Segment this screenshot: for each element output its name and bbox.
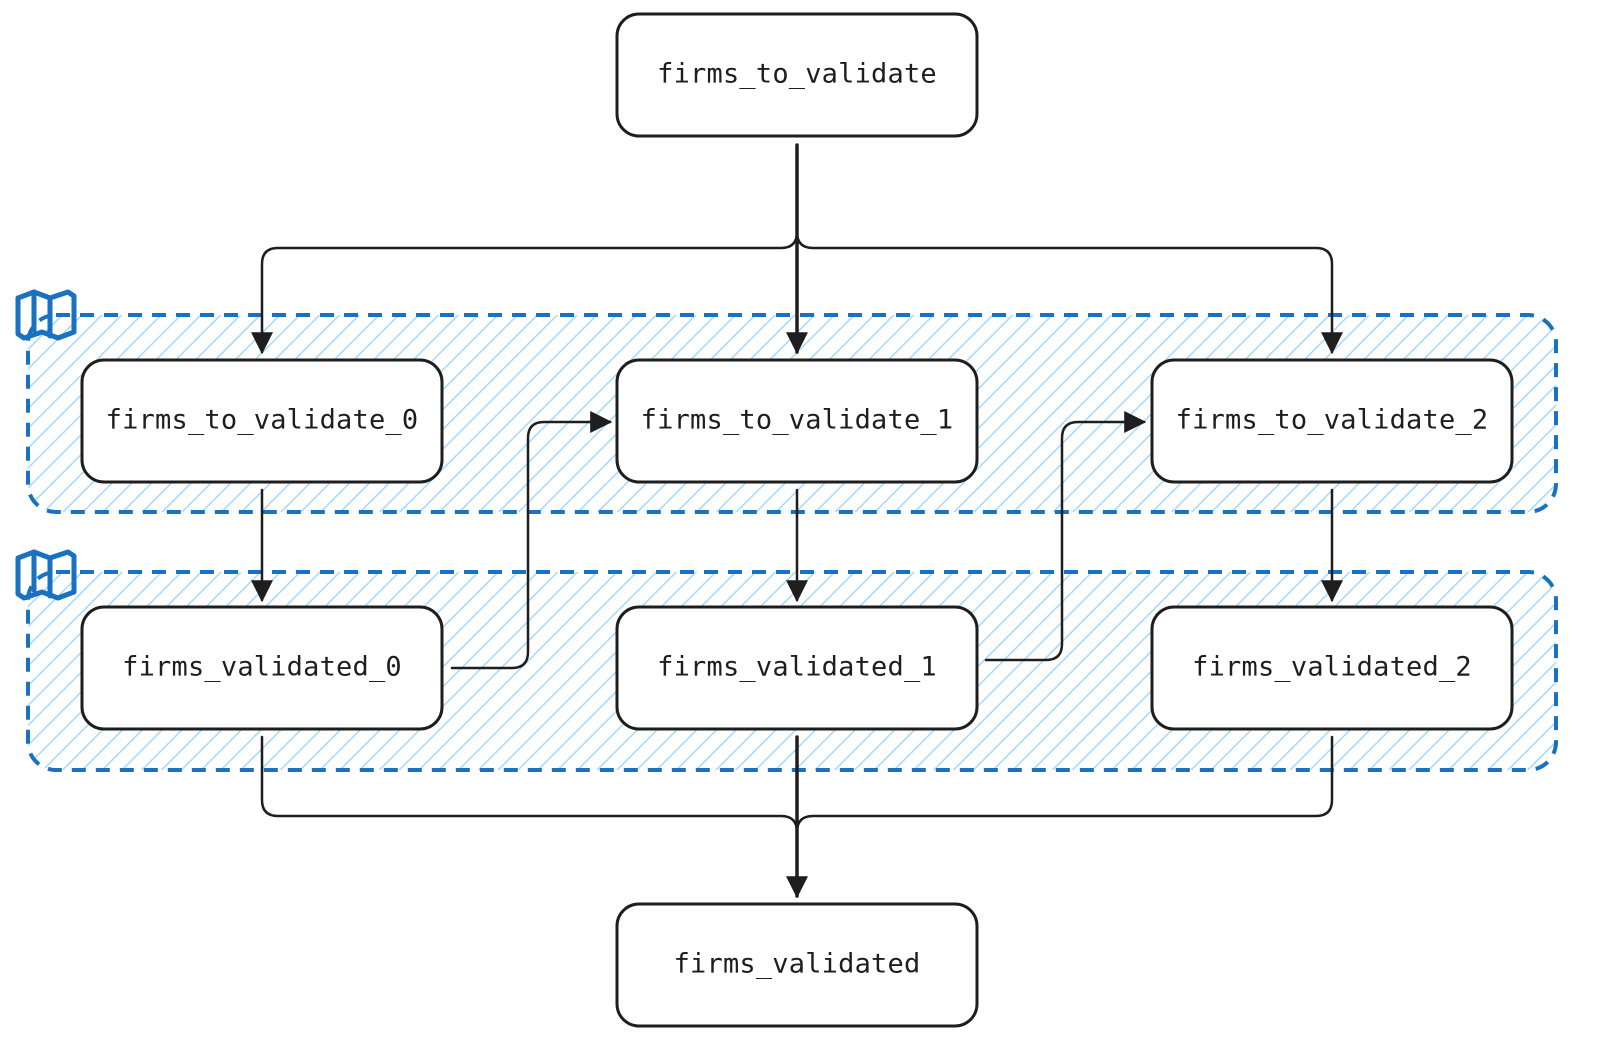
node-split-0[interactable]: firms_to_validate_0 <box>80 358 444 484</box>
node-label: firms_validated <box>674 949 921 980</box>
node-split-1[interactable]: firms_to_validate_1 <box>615 358 979 484</box>
map-icon <box>15 289 77 341</box>
map-icon <box>15 549 77 601</box>
node-label: firms_validated_1 <box>657 652 937 683</box>
node-label: firms_to_validate <box>657 59 937 90</box>
edge-result-0-to-split-1 <box>450 411 613 670</box>
node-split-2[interactable]: firms_to_validate_2 <box>1150 358 1514 484</box>
edge-source-to-split-0 <box>251 230 799 355</box>
edge-result-2-to-sink <box>795 735 1334 834</box>
node-result-0[interactable]: firms_validated_0 <box>80 605 444 731</box>
edges <box>251 143 1343 899</box>
edge-result-1-to-split-2 <box>984 411 1147 662</box>
node-label: firms_validated_0 <box>122 652 402 683</box>
node-sink[interactable]: firms_validated <box>615 902 979 1028</box>
node-label: firms_to_validate_0 <box>106 405 419 436</box>
node-result-1[interactable]: firms_validated_1 <box>615 605 979 731</box>
node-label: firms_validated_2 <box>1192 652 1472 683</box>
node-result-2[interactable]: firms_validated_2 <box>1150 605 1514 731</box>
node-label: firms_to_validate_1 <box>641 405 954 436</box>
edge-source-to-split-2 <box>795 230 1343 355</box>
node-label: firms_to_validate_2 <box>1176 405 1489 436</box>
node-source[interactable]: firms_to_validate <box>615 12 979 138</box>
edge-result-0-to-sink <box>260 735 799 834</box>
